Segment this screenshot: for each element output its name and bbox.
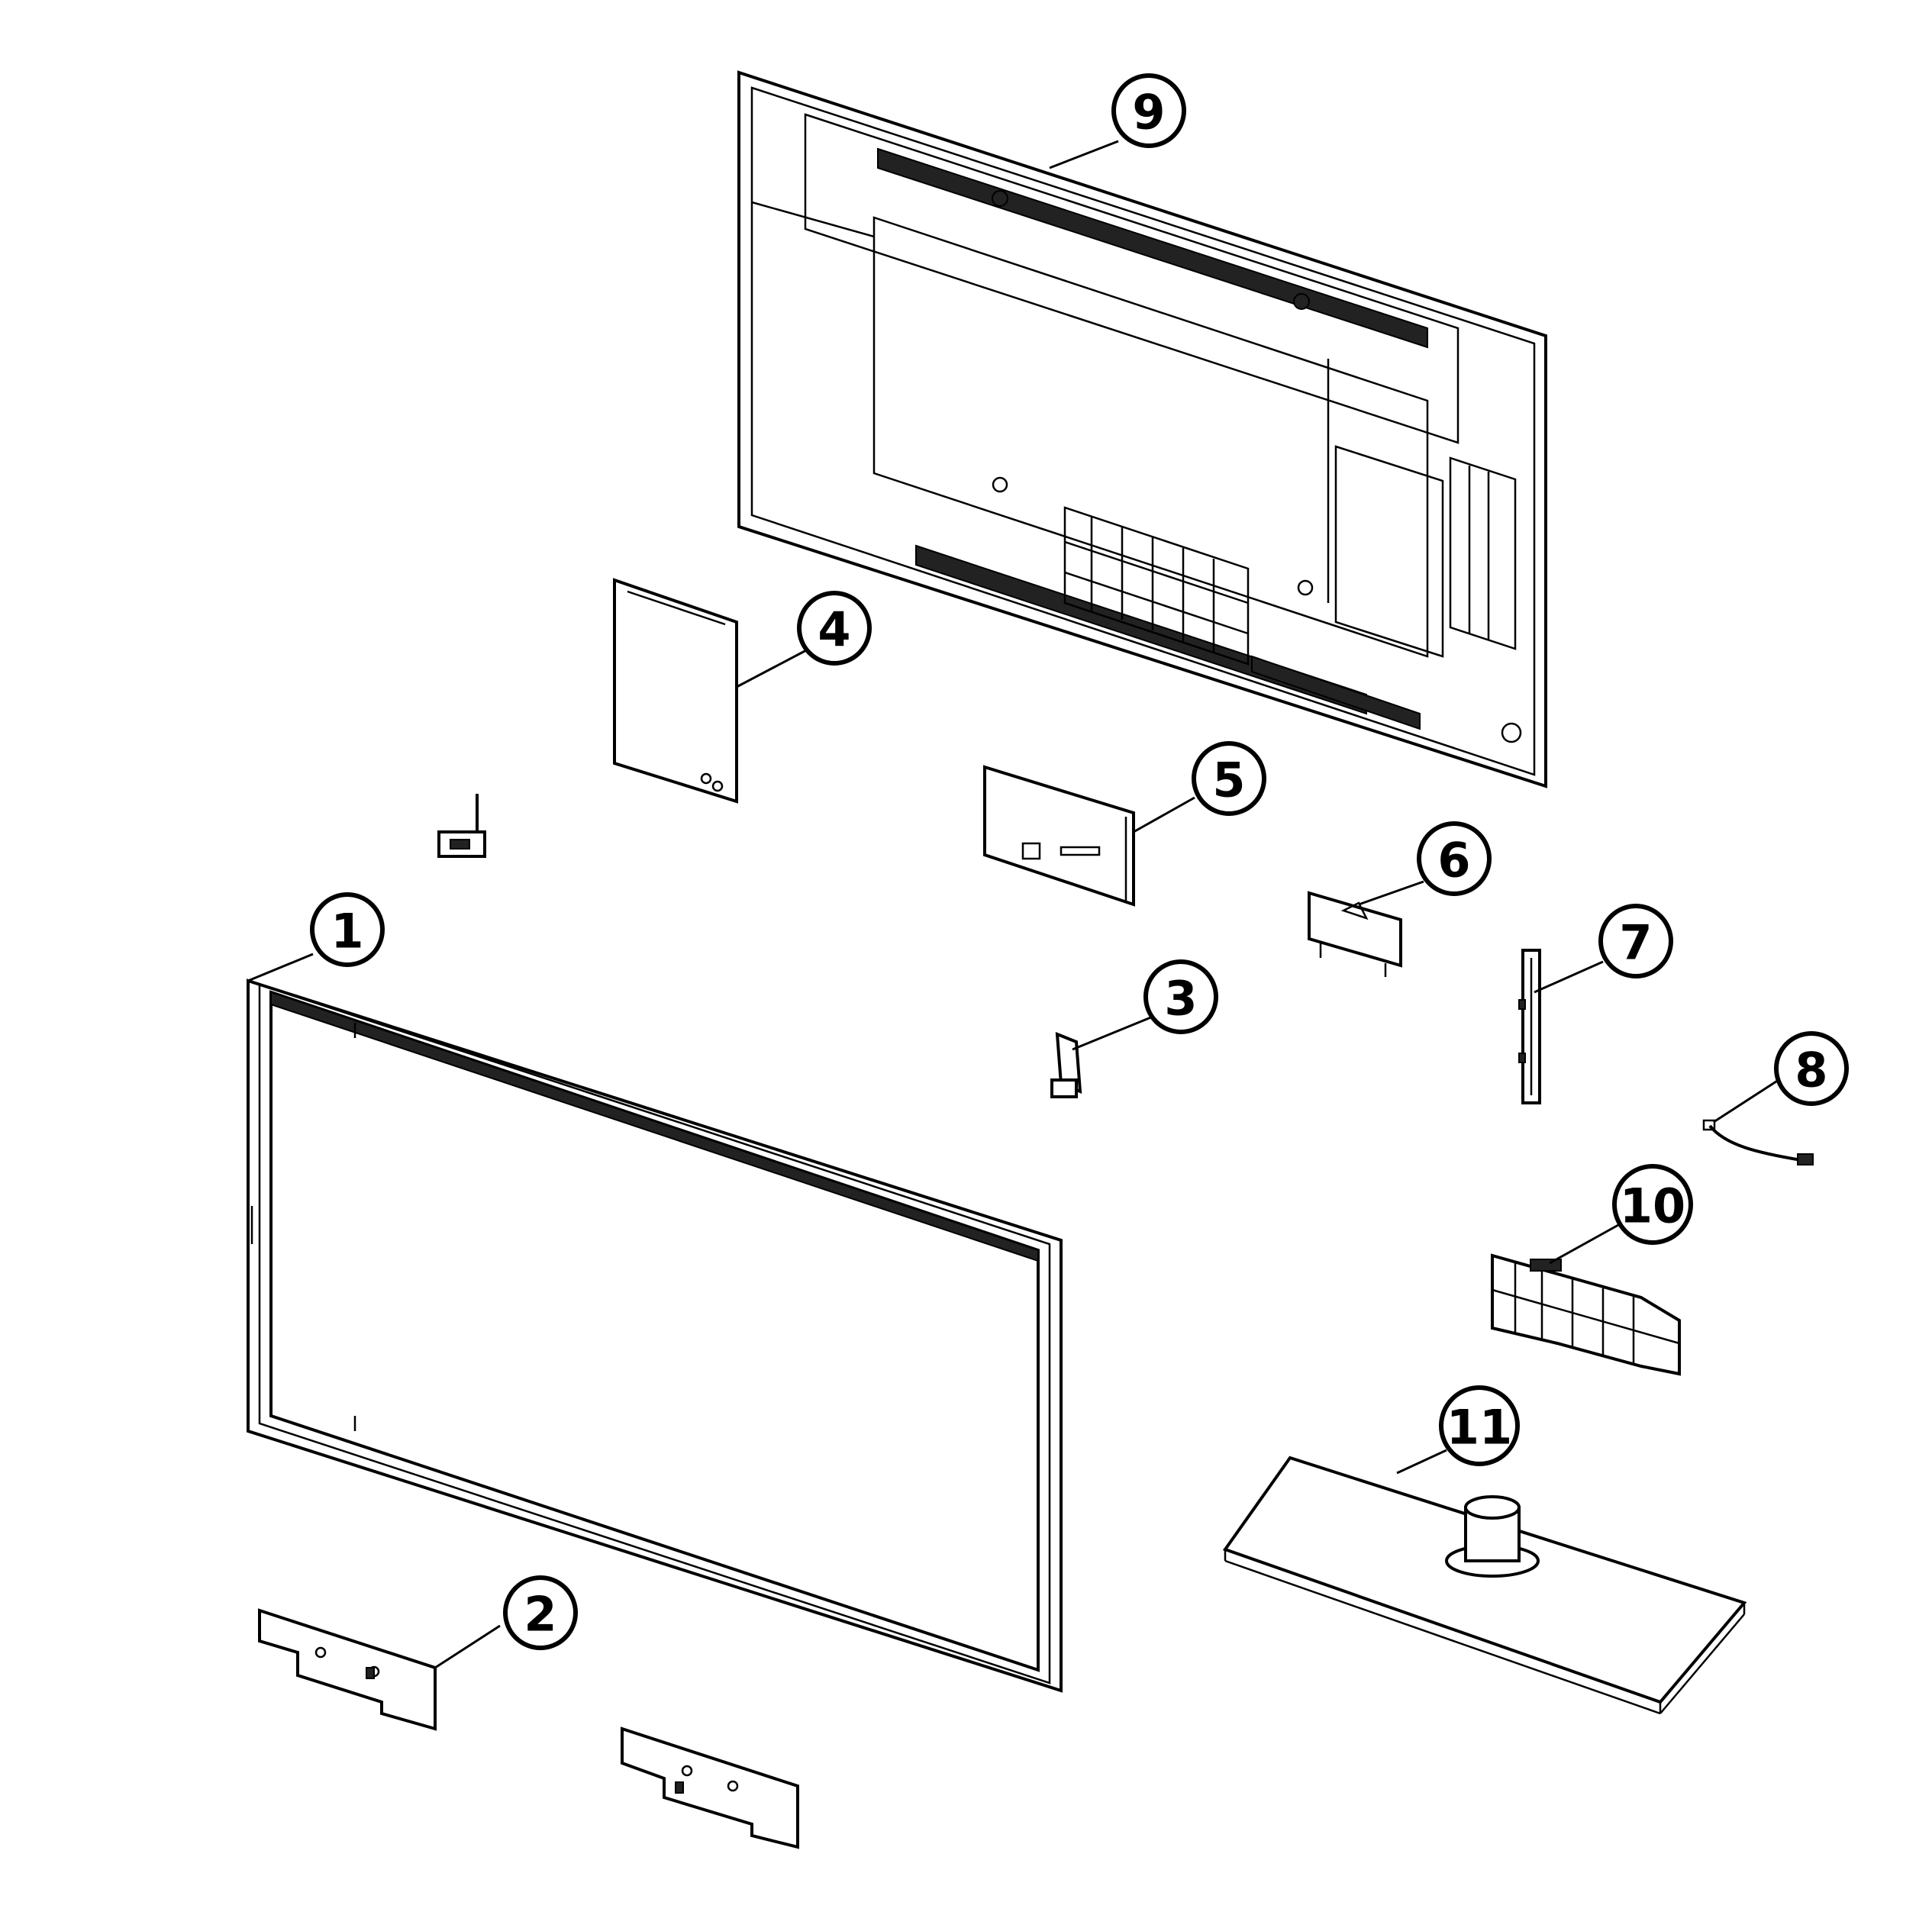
stand-base-part: [1222, 1456, 1747, 1715]
callout-6-label: 6: [1437, 833, 1470, 888]
callout-11: 11: [1439, 1385, 1520, 1466]
callout-3-label: 3: [1164, 971, 1197, 1027]
leader-11: [1396, 1449, 1447, 1475]
wall-bracket-right-part: [621, 1726, 799, 1849]
front-panel-part: [247, 978, 1063, 1693]
callout-7: 7: [1598, 904, 1673, 978]
cable-part: [1702, 1119, 1814, 1165]
power-board-part: [613, 578, 738, 804]
leader-4: [736, 647, 810, 688]
leader-2: [434, 1624, 501, 1669]
leader-1: [247, 953, 314, 982]
leader-3: [1072, 1014, 1157, 1051]
callout-9: 9: [1111, 73, 1186, 148]
callout-4-label: 4: [818, 602, 850, 658]
main-board-part: [983, 765, 1135, 907]
callout-1: 1: [310, 892, 385, 967]
clip-part: [1050, 1031, 1082, 1098]
callout-1-label: 1: [331, 904, 363, 959]
callout-8: 8: [1774, 1031, 1849, 1106]
leader-9: [1049, 140, 1119, 169]
callout-10-label: 10: [1620, 1178, 1685, 1234]
bracket-cover-part: [1308, 891, 1402, 977]
leader-5: [1133, 796, 1195, 833]
callout-2: 2: [503, 1575, 578, 1650]
leader-8: [1713, 1078, 1779, 1124]
callout-10: 10: [1612, 1164, 1693, 1245]
rear-stand-bracket: [1063, 506, 1250, 666]
wall-bracket-left-part: [258, 1608, 437, 1731]
callout-7-label: 7: [1619, 915, 1652, 971]
callout-3: 3: [1143, 959, 1218, 1034]
rear-cover-part: [737, 70, 1547, 788]
callout-6: 6: [1417, 821, 1492, 896]
callout-5: 5: [1192, 741, 1266, 816]
leader-lines: [247, 140, 1779, 1669]
leader-10: [1549, 1223, 1619, 1265]
callout-2-label: 2: [524, 1587, 556, 1643]
callout-5-label: 5: [1212, 753, 1245, 808]
vertical-bracket-part: [1518, 949, 1541, 1104]
leader-6: [1358, 880, 1424, 906]
callout-9-label: 9: [1132, 85, 1165, 140]
stand-neck-part: [1491, 1253, 1681, 1376]
callout-4: 4: [797, 591, 872, 666]
callout-8-label: 8: [1795, 1043, 1827, 1098]
callout-11-label: 11: [1447, 1400, 1512, 1456]
leader-7: [1534, 960, 1604, 994]
small-module-part: [437, 794, 486, 858]
